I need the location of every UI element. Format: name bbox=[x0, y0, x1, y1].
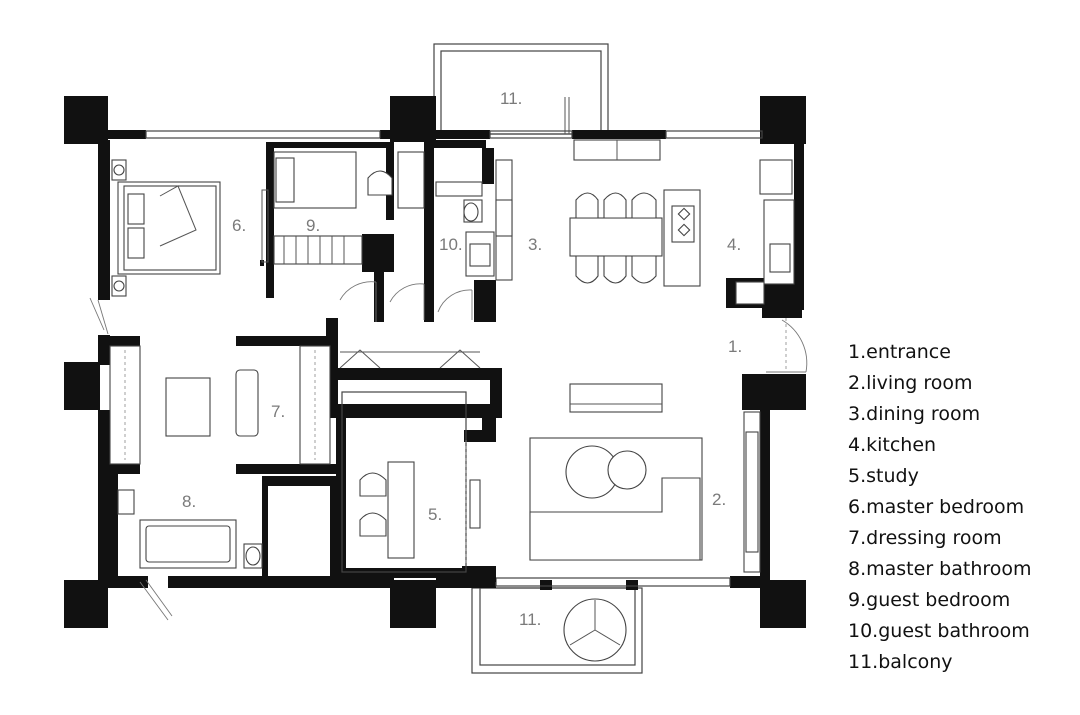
master-bedroom bbox=[89, 159, 269, 335]
label-living-room: 2. bbox=[712, 490, 726, 509]
label-entrance: 1. bbox=[728, 337, 742, 356]
label-dressing-room: 7. bbox=[271, 402, 285, 421]
label-guest-bathroom: 10. bbox=[439, 235, 463, 254]
interior-walls bbox=[108, 140, 802, 582]
legend-item: 11.balcony bbox=[848, 651, 953, 673]
study bbox=[341, 391, 481, 573]
label-dining-room: 3. bbox=[528, 235, 542, 254]
label-kitchen: 4. bbox=[727, 235, 741, 254]
label-master-bedroom: 6. bbox=[232, 216, 246, 235]
guest-bedroom bbox=[273, 151, 425, 322]
kitchen bbox=[735, 159, 795, 305]
label-balcony-bottom: 11. bbox=[519, 610, 541, 629]
guest-bathroom bbox=[389, 159, 513, 320]
balcony-top bbox=[433, 43, 609, 135]
legend-item: 5.study bbox=[848, 465, 919, 487]
dining-area bbox=[569, 139, 701, 287]
legend-item: 7.dressing room bbox=[848, 527, 1002, 549]
dressing-room bbox=[109, 345, 481, 465]
legend-item: 1.entrance bbox=[848, 341, 951, 363]
legend: 1.entrance 2.living room 3.dining room 4… bbox=[848, 341, 1032, 673]
legend-item: 9.guest bedroom bbox=[848, 589, 1010, 611]
legend-item: 2.living room bbox=[848, 372, 973, 394]
desk bbox=[387, 461, 415, 559]
sofa bbox=[529, 477, 701, 561]
legend-item: 10.guest bathroom bbox=[848, 620, 1030, 642]
legend-item: 3.dining room bbox=[848, 403, 980, 425]
label-master-bathroom: 8. bbox=[182, 492, 196, 511]
label-guest-bedroom: 9. bbox=[306, 216, 320, 235]
label-balcony-top: 11. bbox=[500, 89, 522, 108]
balcony-bottom bbox=[471, 587, 643, 674]
entrance bbox=[766, 318, 808, 373]
living-room bbox=[529, 383, 761, 573]
ottoman bbox=[165, 377, 211, 437]
structural-walls bbox=[64, 96, 806, 628]
master-bathroom bbox=[117, 489, 263, 621]
dining-table bbox=[569, 217, 663, 257]
tv-console bbox=[569, 383, 663, 413]
legend-item: 4.kitchen bbox=[848, 434, 936, 456]
label-study: 5. bbox=[428, 505, 442, 524]
legend-item: 6.master bedroom bbox=[848, 496, 1024, 518]
legend-item: 8.master bathroom bbox=[848, 558, 1032, 580]
